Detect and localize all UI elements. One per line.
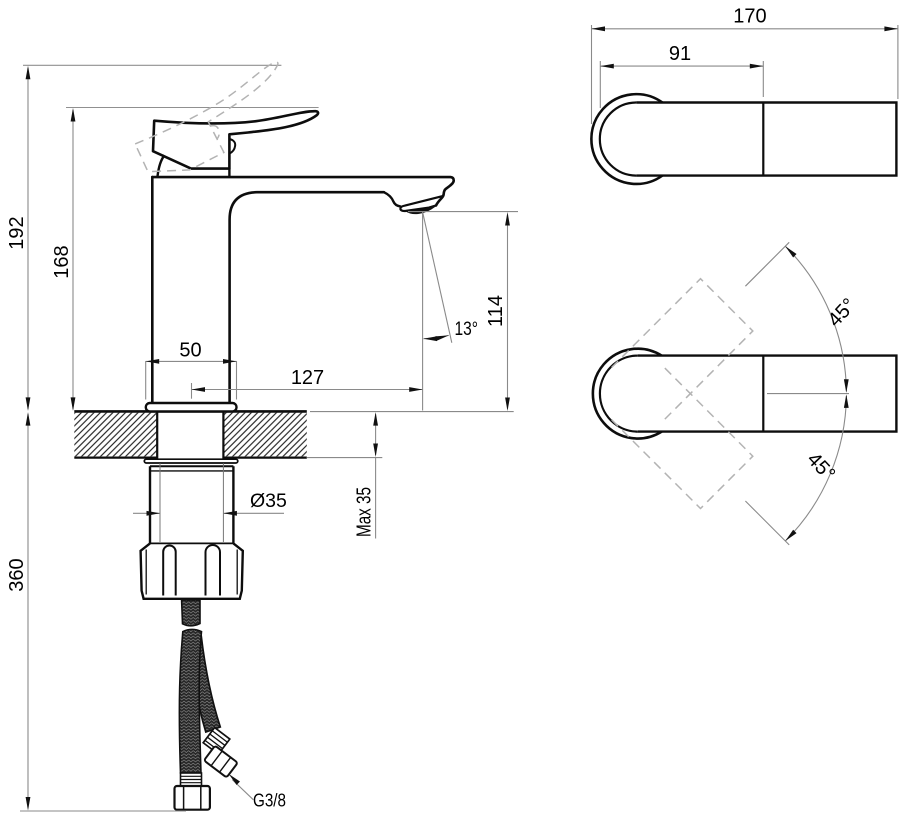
svg-text:114: 114: [485, 295, 507, 327]
svg-text:170: 170: [733, 6, 766, 28]
svg-text:127: 127: [291, 367, 324, 389]
svg-text:360: 360: [6, 558, 28, 591]
svg-text:192: 192: [6, 216, 28, 249]
svg-text:Max 35: Max 35: [354, 487, 376, 537]
svg-text:91: 91: [669, 43, 691, 65]
svg-text:50: 50: [179, 340, 201, 362]
svg-text:13°: 13°: [455, 319, 479, 340]
svg-text:G3/8: G3/8: [253, 790, 286, 811]
svg-text:Ø35: Ø35: [250, 490, 287, 512]
svg-text:168: 168: [51, 245, 73, 278]
